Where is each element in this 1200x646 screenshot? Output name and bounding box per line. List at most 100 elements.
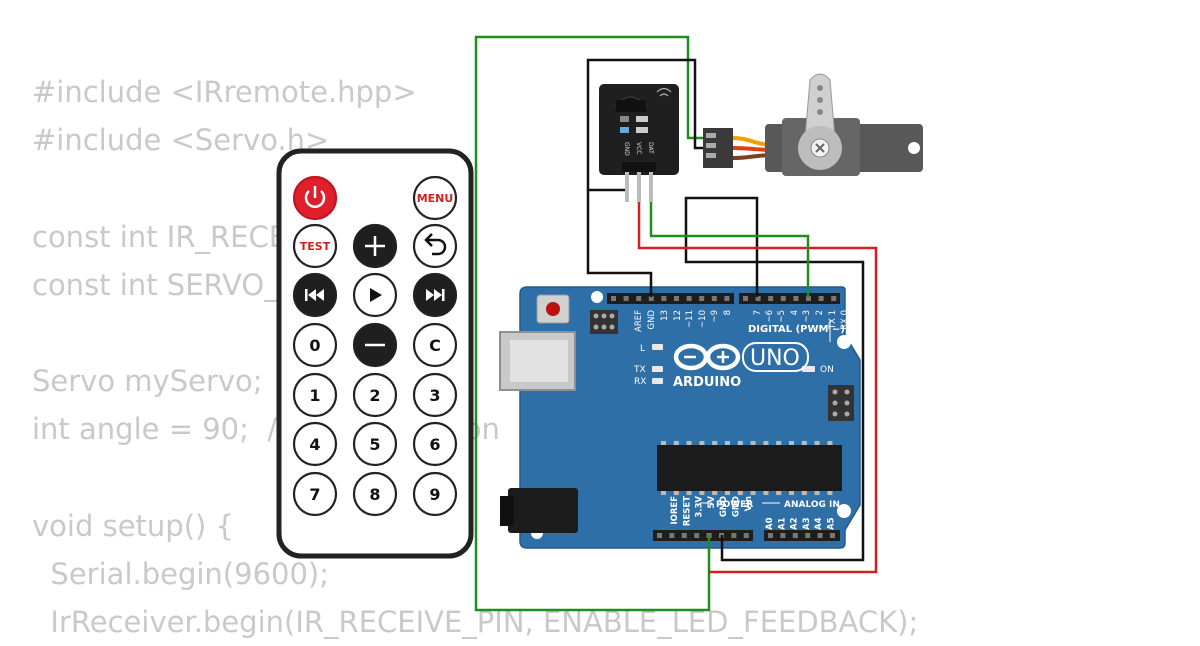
pin-label: GND <box>647 310 657 330</box>
digit-button-6[interactable]: 6 <box>412 421 458 467</box>
chip-pin <box>686 491 692 495</box>
next-icon <box>426 289 445 301</box>
analog-label: ANALOG IN <box>784 500 840 510</box>
chip-pin <box>776 491 782 495</box>
mount-hole <box>591 291 603 303</box>
chip-pin <box>814 441 820 445</box>
wire-black-ir-gnd-board <box>586 190 653 297</box>
pin-label: ~11 <box>685 310 695 328</box>
button-label: 2 <box>369 386 380 405</box>
chip-pin <box>725 441 730 445</box>
wire-green-ir-dat <box>649 172 810 297</box>
button-label: C <box>429 336 441 355</box>
chip-pin <box>750 441 756 445</box>
ir-pin-label: DAT <box>647 142 654 154</box>
digit-button-5[interactable]: 5 <box>352 421 398 467</box>
pin-label: ~3 <box>802 310 812 323</box>
pin-hole <box>681 533 687 538</box>
pin-hole <box>743 533 749 538</box>
button-label: 7 <box>309 485 320 504</box>
chip-pin <box>673 441 679 445</box>
chip-pin <box>789 491 794 495</box>
pin-label: RESET <box>682 496 692 526</box>
next-button[interactable] <box>412 272 458 318</box>
pin-hole <box>611 296 616 301</box>
pin-hole <box>743 296 748 301</box>
led-rx <box>652 378 663 384</box>
code-line: Serial.begin(9600); <box>32 556 330 591</box>
chip-pin <box>789 441 794 445</box>
back-button[interactable] <box>412 223 458 269</box>
led-tx <box>652 366 663 372</box>
digit-button-1[interactable]: 1 <box>292 372 338 418</box>
chip-pin <box>763 441 769 445</box>
header-power <box>653 530 753 541</box>
digit-button-3[interactable]: 3 <box>412 372 458 418</box>
pin-hole <box>711 296 717 301</box>
ir-pin-label: GND <box>623 142 630 156</box>
pin-hole <box>669 533 675 538</box>
button-label: MENU <box>417 192 454 205</box>
button-label: 4 <box>309 435 320 454</box>
plus-button[interactable] <box>352 223 398 269</box>
mount-hole <box>837 335 851 349</box>
clear-button[interactable]: C <box>412 322 458 368</box>
header-analog <box>764 530 840 541</box>
digit-button-7[interactable]: 7 <box>292 471 338 517</box>
pin-hole <box>686 296 692 301</box>
digit-button-8[interactable]: 8 <box>352 471 398 517</box>
pin-hole <box>780 296 786 301</box>
pin-label: ~10 <box>698 310 708 328</box>
pin-hole <box>623 296 629 301</box>
header-top-left <box>607 293 734 304</box>
button-label: TEST <box>300 240 331 253</box>
menu-button[interactable]: MENU <box>412 175 458 221</box>
uno-badge <box>742 342 809 372</box>
digit-button-4[interactable]: 4 <box>292 421 338 467</box>
pin-label: 3.3V <box>695 496 705 518</box>
model-name: UNO <box>750 346 800 371</box>
pin-hole <box>657 533 662 538</box>
chip-pin <box>686 441 692 445</box>
previous-icon <box>305 289 324 301</box>
chip-pin <box>661 441 666 445</box>
usb-port <box>499 331 576 391</box>
pin-label: A0 <box>765 517 775 530</box>
pin-label: 5V <box>707 496 717 509</box>
button-label: 1 <box>309 386 320 405</box>
power-button[interactable] <box>292 175 338 221</box>
pin-label: AREF <box>634 310 644 332</box>
pin-hole <box>805 533 811 538</box>
servo-motor[interactable] <box>703 73 923 176</box>
mount-hole <box>837 504 851 518</box>
test-button[interactable]: TEST <box>292 223 338 269</box>
reset-button[interactable] <box>536 294 570 324</box>
pin-label: A2 <box>790 517 800 530</box>
header-top-right <box>739 293 840 304</box>
chip-pin <box>699 491 705 495</box>
pin-hole <box>768 533 773 538</box>
plus-icon <box>365 236 385 256</box>
digit-button-9[interactable]: 9 <box>412 471 458 517</box>
play-button[interactable] <box>352 272 398 318</box>
pin-hole <box>674 296 679 301</box>
zero-button[interactable]: 0 <box>292 322 338 368</box>
icsp2-header <box>828 385 854 421</box>
digit-button-2[interactable]: 2 <box>352 372 398 418</box>
pin-label: A5 <box>827 517 837 530</box>
pin-label: 13 <box>660 310 670 321</box>
previous-button[interactable] <box>292 272 338 318</box>
chip-pin <box>776 441 782 445</box>
pin-label: Vin <box>744 496 754 511</box>
pin-hole <box>817 533 823 538</box>
pin-label: GND <box>732 496 742 517</box>
chip-pin <box>827 441 833 445</box>
pin-label: A3 <box>802 517 812 530</box>
code-line: void setup() { <box>32 508 234 543</box>
pin-label: 2 <box>815 310 825 315</box>
minus-button[interactable] <box>352 322 398 368</box>
pin-hole <box>793 296 799 301</box>
